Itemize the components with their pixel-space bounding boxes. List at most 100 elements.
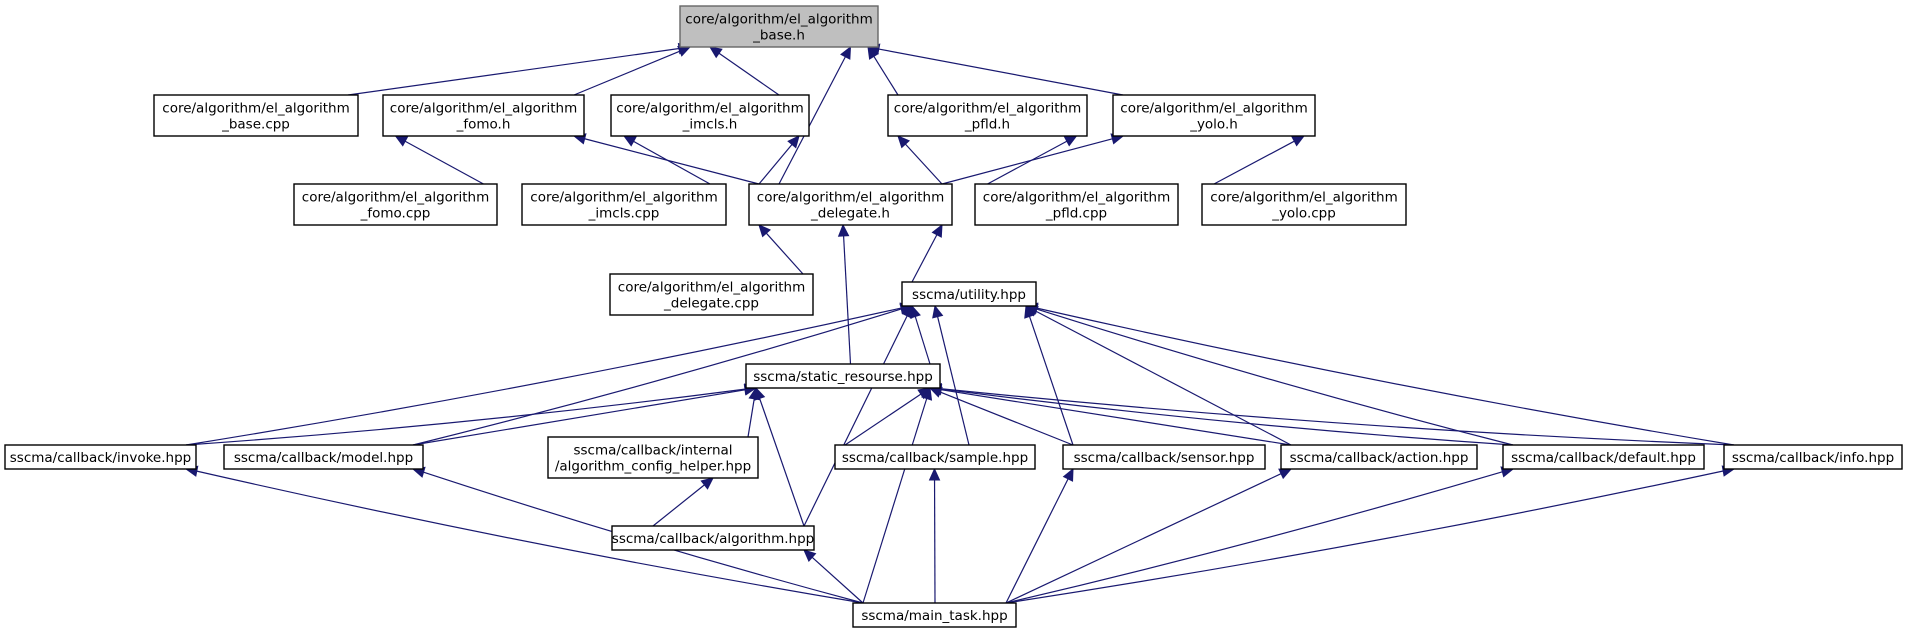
node-utility[interactable]: sscma/utility.hpp xyxy=(901,281,1037,307)
edge-static-res-to-action xyxy=(940,389,1292,446)
edge-imcls-h-to-delegate-h xyxy=(758,144,793,185)
edge-arrowhead xyxy=(1062,467,1074,482)
node-label: sscma/callback/model.hpp xyxy=(234,450,413,466)
node-sample[interactable]: sscma/callback/sample.hpp xyxy=(834,444,1036,470)
node-yolo-cpp[interactable]: core/algorithm/el_algorithm_yolo.cpp xyxy=(1201,183,1407,226)
node-box xyxy=(887,94,1088,137)
node-box xyxy=(611,525,815,551)
node-box xyxy=(679,5,879,48)
edge-utility-to-sample xyxy=(937,316,970,446)
node-imcls-cpp[interactable]: core/algorithm/el_algorithm_imcls.cpp xyxy=(521,183,727,226)
edge-arrowhead xyxy=(787,135,800,149)
node-label: _yolo.h xyxy=(1189,117,1238,133)
node-pfld-cpp[interactable]: core/algorithm/el_algorithm_pfld.cpp xyxy=(974,183,1179,226)
edge-config-helper-to-algorithm xyxy=(652,484,705,527)
edge-static-res-to-default xyxy=(940,388,1514,446)
edge-info-to-main-task xyxy=(1005,470,1724,604)
node-box xyxy=(974,183,1179,226)
node-default[interactable]: sscma/callback/default.hpp xyxy=(1502,444,1705,470)
edge-arrowhead xyxy=(921,386,933,401)
edge-delegate-h-to-static-res xyxy=(842,235,852,365)
node-box xyxy=(609,273,814,316)
edge-arrowhead xyxy=(622,135,637,147)
node-main-task[interactable]: sscma/main_task.hpp xyxy=(852,602,1017,628)
edge-static-res-to-config-helper xyxy=(747,398,755,438)
node-base-cpp[interactable]: core/algorithm/el_algorithm_base.cpp xyxy=(153,94,359,137)
node-label: core/algorithm/el_algorithm xyxy=(390,101,577,117)
node-static-res[interactable]: sscma/static_resourse.hpp xyxy=(745,363,941,389)
edge-arrowhead xyxy=(1278,468,1293,480)
node-label: sscma/callback/invoke.hpp xyxy=(10,450,191,466)
node-label: sscma/callback/sensor.hpp xyxy=(1074,450,1255,466)
node-label: /algorithm_config_helper.hpp xyxy=(555,459,751,475)
edge-arrowhead xyxy=(837,223,850,237)
node-algorithm[interactable]: sscma/callback/algorithm.hpp xyxy=(611,525,815,551)
node-box xyxy=(748,183,953,226)
edge-arrowhead xyxy=(700,477,714,490)
node-label: core/algorithm/el_algorithm xyxy=(1120,101,1307,117)
node-invoke[interactable]: sscma/callback/invoke.hpp xyxy=(4,444,197,470)
node-label: _imcls.cpp xyxy=(588,206,660,222)
edge-static-res-to-info xyxy=(940,388,1735,446)
edge-utility-to-invoke xyxy=(185,307,902,446)
node-box xyxy=(1062,444,1266,470)
node-label: core/algorithm/el_algorithm xyxy=(894,101,1081,117)
edge-imcls-h-to-imcls-cpp xyxy=(633,140,711,185)
node-label: _pfld.h xyxy=(964,117,1010,133)
edge-action-to-main-task xyxy=(1005,473,1282,604)
edge-default-to-main-task xyxy=(1005,471,1503,604)
node-box xyxy=(293,183,498,226)
node-label: core/algorithm/el_algorithm xyxy=(616,101,803,117)
node-label: _delegate.cpp xyxy=(663,296,759,312)
edge-arrowhead xyxy=(897,135,911,149)
node-label: _fomo.h xyxy=(456,117,511,133)
node-imcls-h[interactable]: core/algorithm/el_algorithm_imcls.h xyxy=(610,94,810,137)
node-base-h[interactable]: core/algorithm/el_algorithm_base.h xyxy=(679,5,879,48)
node-config-helper[interactable]: sscma/callback/internal/algorithm_config… xyxy=(547,436,759,479)
node-label: core/algorithm/el_algorithm xyxy=(162,101,349,117)
node-box xyxy=(610,94,810,137)
edge-arrowhead xyxy=(1291,135,1306,147)
node-box xyxy=(1502,444,1705,470)
edge-arrowhead xyxy=(1063,135,1078,147)
node-label: _base.h xyxy=(752,28,805,44)
node-box xyxy=(547,436,759,479)
node-yolo-h[interactable]: core/algorithm/el_algorithm_yolo.h xyxy=(1112,94,1316,137)
edge-arrowhead xyxy=(932,304,944,319)
node-label: sscma/callback/action.hpp xyxy=(1290,450,1469,466)
node-box xyxy=(852,602,1017,628)
edge-base-h-to-pfld-h xyxy=(873,56,899,96)
node-fomo-cpp[interactable]: core/algorithm/el_algorithm_fomo.cpp xyxy=(293,183,498,226)
edge-base-h-to-imcls-h xyxy=(718,52,780,96)
edge-static-res-to-invoke xyxy=(185,388,746,446)
node-box xyxy=(745,363,941,389)
node-label: sscma/callback/default.hpp xyxy=(1511,450,1696,466)
edge-arrowhead xyxy=(928,467,941,481)
node-fomo-h[interactable]: core/algorithm/el_algorithm_fomo.h xyxy=(382,94,585,137)
node-label: core/algorithm/el_algorithm xyxy=(1210,190,1397,206)
edge-utility-to-model xyxy=(412,308,902,446)
node-delegate-h[interactable]: core/algorithm/el_algorithm_delegate.h xyxy=(748,183,953,226)
node-box xyxy=(834,444,1036,470)
node-delegate-cpp[interactable]: core/algorithm/el_algorithm_delegate.cpp xyxy=(609,273,814,316)
node-info[interactable]: sscma/callback/info.hpp xyxy=(1723,444,1903,470)
node-label: sscma/callback/internal xyxy=(573,443,732,459)
edge-arrowhead xyxy=(931,223,943,238)
node-box xyxy=(153,94,359,137)
edge-sensor-to-main-task xyxy=(1005,478,1069,604)
edge-base-h-to-base-cpp xyxy=(347,47,680,96)
node-label: _delegate.h xyxy=(810,206,890,222)
edge-static-res-to-algorithm xyxy=(759,398,805,527)
node-pfld-h[interactable]: core/algorithm/el_algorithm_pfld.h xyxy=(887,94,1088,137)
node-label: _pfld.cpp xyxy=(1045,206,1107,222)
node-label: sscma/callback/algorithm.hpp xyxy=(612,531,814,547)
edge-static-res-to-sensor xyxy=(939,391,1074,446)
edge-base-h-to-delegate-h xyxy=(778,56,846,185)
node-action[interactable]: sscma/callback/action.hpp xyxy=(1280,444,1478,470)
node-label: _base.cpp xyxy=(221,117,290,133)
node-sensor[interactable]: sscma/callback/sensor.hpp xyxy=(1062,444,1266,470)
node-model[interactable]: sscma/callback/model.hpp xyxy=(223,444,424,470)
edge-arrowhead xyxy=(758,224,771,238)
node-label: _imcls.h xyxy=(682,117,738,133)
